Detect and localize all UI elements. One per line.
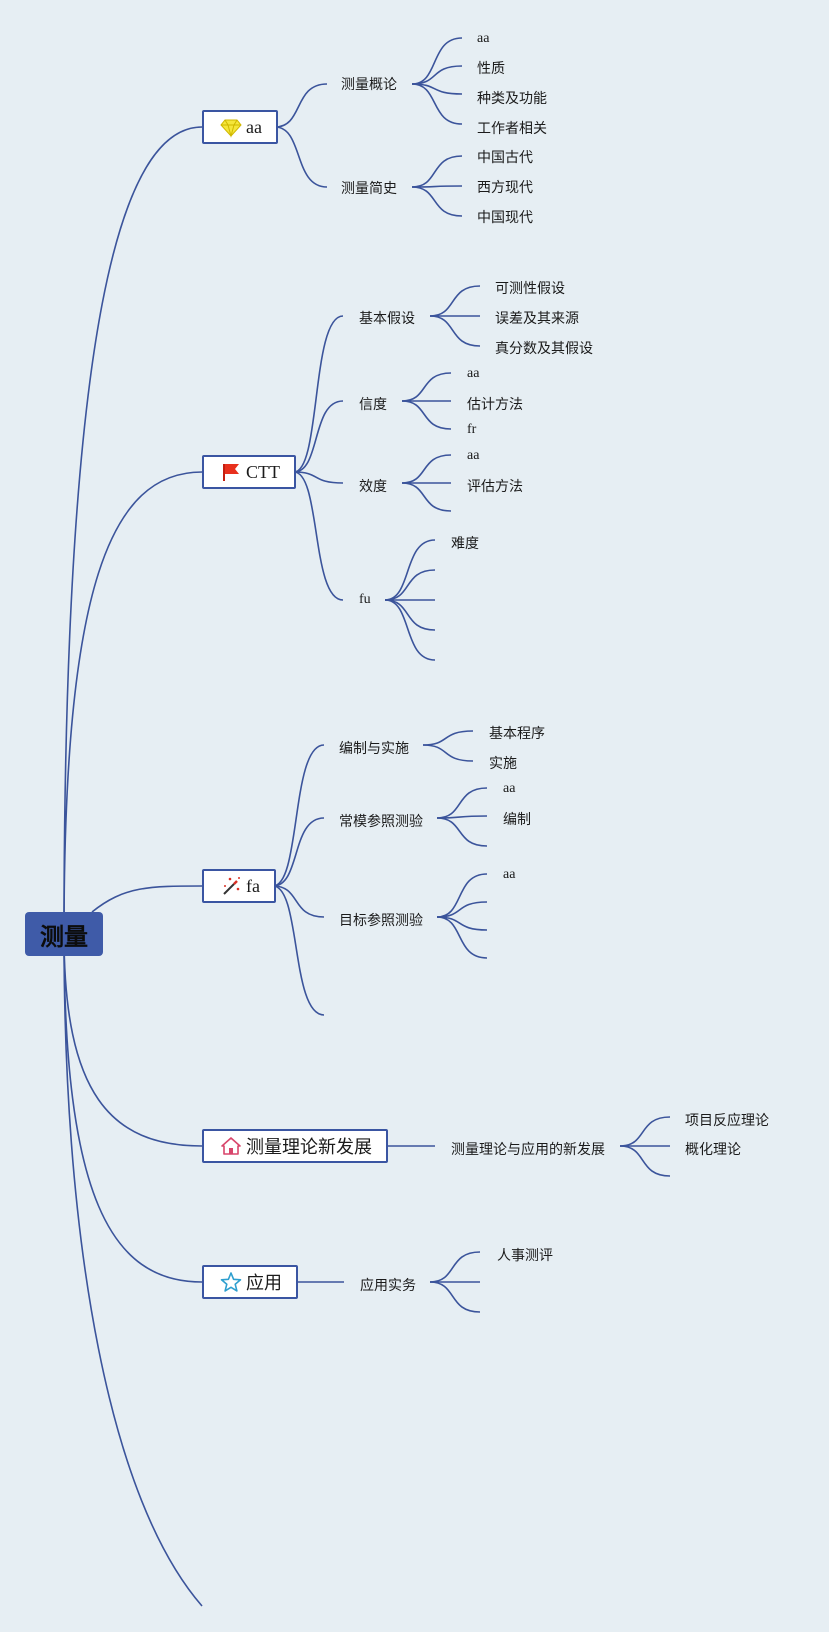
leaf-connector — [429, 1251, 481, 1283]
leaf[interactable]: 误差及其来源 — [495, 311, 579, 327]
subtopic-norm-referenced-test[interactable]: 常模参照测验 — [339, 814, 423, 830]
topic-application[interactable]: 应用 — [202, 1265, 298, 1299]
leaf-connector — [401, 454, 452, 484]
leaf-connector — [411, 155, 463, 188]
subtopic-connector — [274, 126, 328, 188]
leaf[interactable]: 难度 — [451, 536, 479, 552]
leaf[interactable]: 中国现代 — [477, 210, 533, 226]
leaf-connector — [436, 817, 488, 847]
root-node[interactable]: 测量 — [25, 912, 103, 956]
leaf[interactable]: 实施 — [489, 756, 517, 772]
subtopic-basic-assumptions[interactable]: 基本假设 — [359, 311, 415, 327]
subtopic-criterion-referenced-test[interactable]: 目标参照测验 — [339, 913, 423, 929]
leaf-connector — [436, 873, 488, 918]
leaf[interactable]: 可测性假设 — [495, 281, 565, 297]
subtopic-measurement-history[interactable]: 测量简史 — [341, 181, 397, 197]
topic-connector — [63, 126, 203, 935]
leaf-connector — [436, 901, 488, 918]
leaf[interactable]: 性质 — [477, 61, 505, 77]
leaf[interactable]: 真分数及其假设 — [495, 341, 593, 357]
leaf-connector — [429, 285, 481, 317]
subtopic-connector — [293, 471, 344, 484]
topic-connector — [63, 471, 203, 935]
leaf[interactable]: fr — [467, 422, 477, 437]
leaf[interactable]: 种类及功能 — [477, 91, 547, 107]
topic-label: CTT — [246, 461, 280, 482]
leaf[interactable]: aa — [467, 366, 480, 381]
topic-connector — [91, 885, 203, 913]
topic-connector — [63, 933, 203, 1607]
subtopic-connector — [293, 400, 344, 473]
topic-ctt[interactable]: CTT — [202, 455, 296, 489]
leaf[interactable]: 中国古代 — [477, 150, 533, 166]
leaf[interactable]: 西方现代 — [477, 180, 533, 196]
topic-label: fa — [246, 875, 260, 896]
subtopic-connector — [293, 471, 344, 601]
subtopic-connector — [272, 817, 325, 887]
magic-wand-icon — [220, 875, 242, 897]
leaf[interactable]: 编制 — [503, 812, 531, 828]
leaf[interactable]: aa — [503, 867, 516, 882]
subtopic-connector — [274, 83, 328, 128]
leaf[interactable]: aa — [503, 781, 516, 796]
home-icon — [220, 1135, 242, 1157]
leaf-connector — [384, 569, 436, 601]
subtopic-application-practice[interactable]: 应用实务 — [360, 1278, 416, 1294]
leaf-connector — [422, 744, 474, 762]
leaf[interactable]: 工作者相关 — [477, 121, 547, 137]
leaf-connector — [429, 315, 481, 347]
leaf-connector — [429, 1281, 481, 1313]
leaf[interactable]: 基本程序 — [489, 726, 545, 742]
leaf-connector — [411, 37, 463, 85]
leaf-connector — [411, 83, 463, 125]
leaf[interactable]: 人事测评 — [497, 1248, 553, 1264]
gem-icon — [220, 116, 242, 138]
subtopic-connector — [272, 885, 325, 918]
topic-connector — [63, 933, 203, 1147]
leaf-connector — [619, 1145, 671, 1177]
topic-label: 应用 — [246, 1273, 282, 1294]
subtopic-validity[interactable]: 效度 — [359, 479, 387, 495]
leaf[interactable]: 项目反应理论 — [685, 1113, 769, 1129]
topic-connector — [63, 933, 203, 1283]
topic-label: 测量理论新发展 — [246, 1137, 372, 1158]
leaf-connector — [384, 599, 436, 661]
leaf-connector — [411, 65, 463, 85]
subtopic-measurement-intro[interactable]: 测量概论 — [341, 77, 397, 93]
subtopic-connector — [272, 744, 325, 887]
leaf[interactable]: 概化理论 — [685, 1142, 741, 1158]
subtopic-reliability[interactable]: 信度 — [359, 397, 387, 413]
leaf-connector — [384, 539, 436, 601]
star-icon — [220, 1271, 242, 1293]
leaf-connector — [619, 1116, 671, 1147]
leaf[interactable]: 评估方法 — [467, 479, 523, 495]
subtopic-new-developments-application[interactable]: 测量理论与应用的新发展 — [451, 1142, 605, 1158]
leaf-connector — [422, 730, 474, 746]
leaf-connector — [436, 916, 488, 959]
leaf[interactable]: aa — [477, 31, 490, 46]
leaf[interactable]: aa — [467, 448, 480, 463]
leaf-connector — [401, 372, 452, 402]
subtopic-connector — [272, 885, 325, 1016]
leaf-connector — [411, 186, 463, 217]
topic-fa[interactable]: fa — [202, 869, 276, 903]
flag-icon — [220, 461, 242, 483]
topic-label: aa — [246, 116, 262, 137]
leaf-connector — [401, 482, 452, 512]
leaf-connector — [401, 400, 452, 430]
subtopic-fu[interactable]: fu — [359, 592, 371, 607]
topic-aa[interactable]: aa — [202, 110, 278, 144]
leaf-connector — [384, 599, 436, 631]
leaf-connector — [436, 787, 488, 819]
leaf[interactable]: 估计方法 — [467, 397, 523, 413]
subtopic-compilation[interactable]: 编制与实施 — [339, 741, 409, 757]
root-label: 测量 — [40, 922, 88, 951]
subtopic-connector — [293, 315, 344, 473]
topic-new-developments[interactable]: 测量理论新发展 — [202, 1129, 388, 1163]
